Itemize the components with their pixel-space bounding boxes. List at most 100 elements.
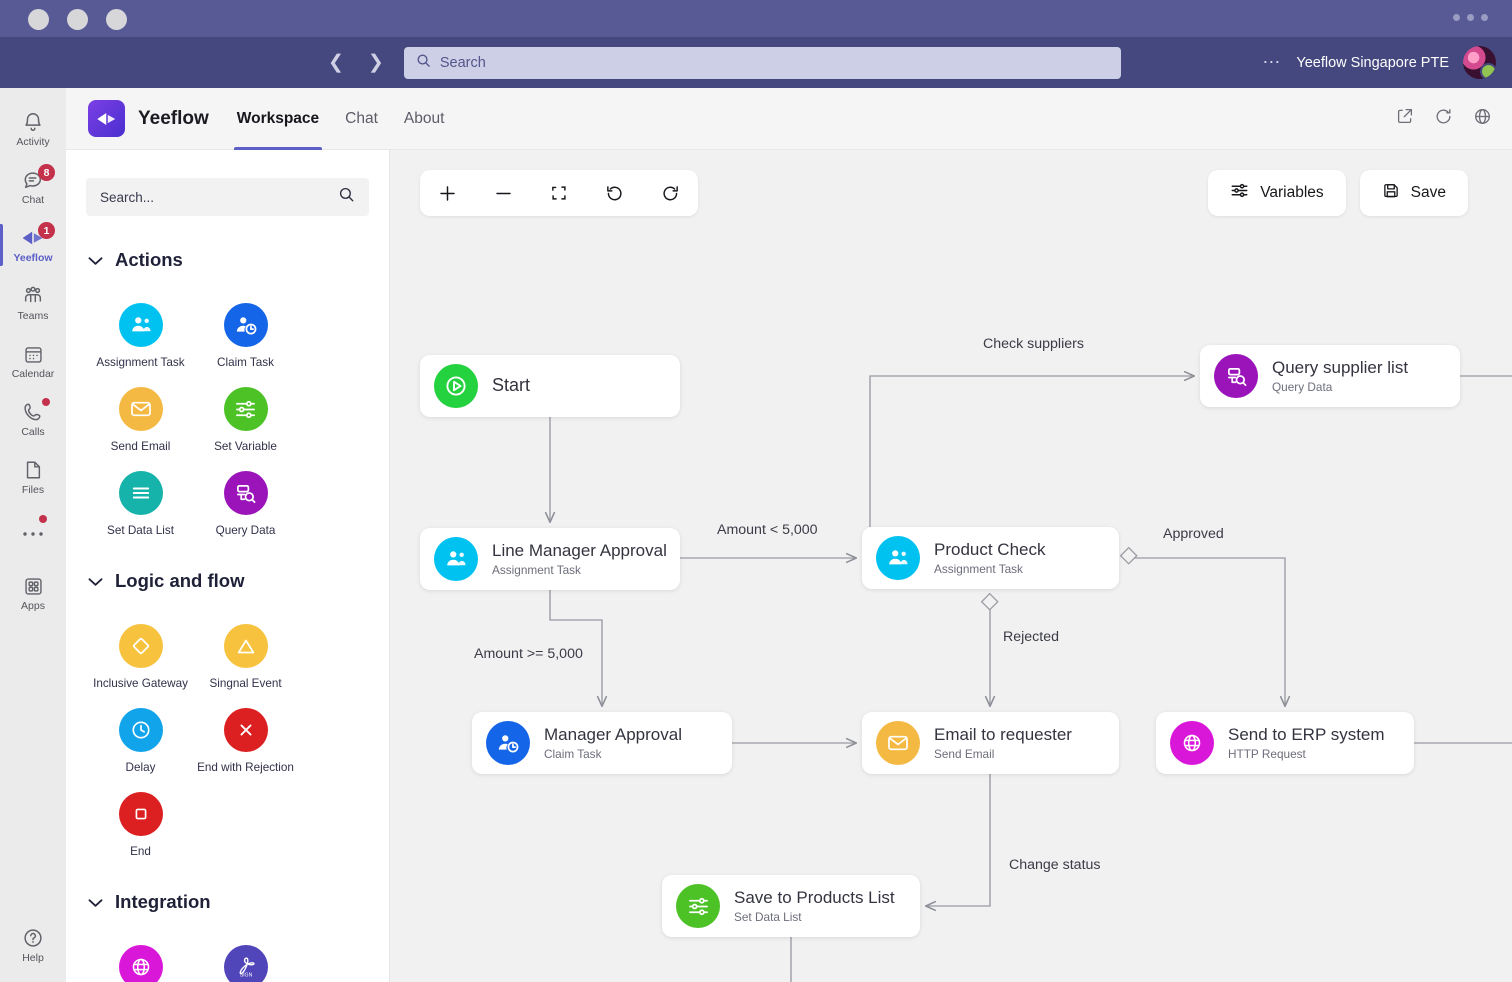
rail-item-files[interactable]: Files: [0, 448, 66, 506]
palette-item-singnal-event[interactable]: Singnal Event: [193, 624, 298, 690]
rail-item-teams[interactable]: Teams: [0, 274, 66, 332]
variables-button[interactable]: Variables: [1208, 170, 1346, 216]
palette-item-http-request[interactable]: HTTP Request: [88, 945, 193, 982]
node-line-manager-approval[interactable]: Line Manager Approval Assignment Task: [420, 528, 680, 590]
palette-item-label: Assignment Task: [96, 356, 185, 369]
node-text: Send to ERP system HTTP Request: [1228, 725, 1385, 762]
node-save-to-products-list[interactable]: Save to Products List Set Data List: [662, 875, 920, 937]
palette-item-end[interactable]: End: [88, 792, 193, 858]
workflow-canvas[interactable]: Variables Save Check suppliers Amount < …: [390, 150, 1512, 982]
node-subtitle: Assignment Task: [934, 562, 1023, 577]
rail-item-help[interactable]: Help: [0, 916, 66, 974]
palette-item-set-variable[interactable]: Set Variable: [193, 387, 298, 453]
node-title: Save to Products List: [734, 887, 895, 907]
popout-icon[interactable]: [1396, 107, 1414, 130]
rail-item-apps[interactable]: Apps: [0, 564, 66, 622]
rail-item-yeeflow[interactable]: 1 Yeeflow: [0, 216, 66, 274]
adobe-sign-icon: SIGN: [223, 945, 268, 982]
tab-chat[interactable]: Chat: [345, 109, 378, 127]
edge-label-check-suppliers: Check suppliers: [983, 336, 1084, 352]
app-tabs: Workspace Chat About: [233, 88, 445, 150]
rail-item-calls[interactable]: Calls: [0, 390, 66, 448]
palette-item-end-with-rejection[interactable]: End with Rejection: [193, 708, 298, 774]
node-subtitle: HTTP Request: [1228, 747, 1306, 762]
rail-item-more[interactable]: [0, 506, 66, 564]
search-icon[interactable]: [338, 186, 355, 208]
globe-icon[interactable]: [1473, 107, 1492, 131]
workflow-connectors: [390, 150, 1512, 982]
tab-about[interactable]: About: [403, 109, 445, 127]
redo-icon[interactable]: [648, 173, 692, 213]
rail-item-calendar[interactable]: Calendar: [0, 332, 66, 390]
chat-icon: 8: [20, 164, 55, 192]
canvas-toolbar: [420, 170, 698, 216]
minimize-button[interactable]: [67, 9, 88, 30]
assignment-task-icon: [434, 537, 478, 581]
zoom-in-icon[interactable]: [426, 173, 470, 213]
palette-item-delay[interactable]: Delay: [88, 708, 193, 774]
undo-icon[interactable]: [593, 173, 637, 213]
palette-group-actions[interactable]: Actions: [88, 249, 389, 271]
save-label: Save: [1410, 184, 1446, 201]
ellipsis-icon: [20, 514, 47, 546]
palette-items-actions: Assignment Task Claim Task Send Emai: [88, 285, 388, 537]
palette-search-input[interactable]: Search...: [86, 178, 369, 216]
zoom-out-icon[interactable]: [481, 173, 525, 213]
node-manager-approval[interactable]: Manager Approval Claim Task: [472, 712, 732, 774]
back-button[interactable]: ❮: [322, 51, 350, 74]
node-product-check[interactable]: Product Check Assignment Task: [862, 527, 1119, 589]
clock-icon: [118, 708, 163, 752]
maximize-button[interactable]: [106, 9, 127, 30]
sliders-icon: [676, 884, 720, 928]
rail-label: Apps: [21, 600, 45, 613]
window-chrome: [0, 0, 1512, 37]
more-options-icon[interactable]: ⋯: [1262, 52, 1283, 73]
node-subtitle: Query Data: [1272, 380, 1333, 395]
forward-button[interactable]: ❯: [362, 51, 390, 74]
question-mark-icon: [20, 926, 46, 950]
rail-label: Help: [22, 952, 44, 965]
palette-item-claim-task[interactable]: Claim Task: [193, 303, 298, 369]
palette-group-title: Integration: [115, 891, 211, 912]
palette-item-query-data[interactable]: Query Data: [193, 471, 298, 537]
envelope-icon: [876, 721, 920, 765]
query-data-icon: [1214, 354, 1258, 398]
node-text: Product Check Assignment Task: [934, 540, 1046, 577]
palette-group-integration[interactable]: Integration: [88, 891, 389, 913]
fit-screen-icon[interactable]: [537, 173, 581, 213]
node-title: Line Manager Approval: [492, 540, 667, 560]
tab-workspace[interactable]: Workspace: [233, 88, 323, 150]
chevron-down-icon: [88, 570, 103, 592]
rail-label: Chat: [21, 194, 45, 207]
assignment-task-icon: [118, 303, 163, 347]
palette-item-send-email[interactable]: Send Email: [88, 387, 193, 453]
global-search-input[interactable]: Search: [403, 46, 1121, 79]
node-email-to-requester[interactable]: Email to requester Send Email: [862, 712, 1119, 774]
node-send-to-erp-system[interactable]: Send to ERP system HTTP Request: [1156, 712, 1414, 774]
edge-label-amount-less-than: Amount < 5,000: [717, 522, 818, 538]
node-text: Manager Approval Claim Task: [544, 725, 682, 762]
palette-item-label: End with Rejection: [197, 761, 294, 774]
traffic-lights[interactable]: [28, 9, 127, 30]
palette-items-integration: HTTP Request SIGN Adobe Sign: [88, 927, 388, 982]
node-query-supplier-list[interactable]: Query supplier list Query Data: [1200, 345, 1460, 407]
rail-label: Calls: [21, 426, 45, 439]
rail-label: Files: [21, 484, 45, 497]
save-button[interactable]: Save: [1359, 170, 1468, 216]
palette-item-inclusive-gateway[interactable]: Inclusive Gateway: [88, 624, 193, 690]
palette-group-logic-and-flow[interactable]: Logic and flow: [88, 570, 389, 592]
sliders-icon: [223, 387, 268, 431]
window-overflow-icon[interactable]: [1453, 14, 1488, 21]
palette-item-assignment-task[interactable]: Assignment Task: [88, 303, 193, 369]
rail-item-activity[interactable]: Activity: [0, 100, 66, 158]
more-dot-badge: [39, 514, 47, 523]
close-button[interactable]: [28, 9, 49, 30]
palette-item-adobe-sign[interactable]: SIGN Adobe Sign: [193, 945, 298, 982]
palette-item-set-data-list[interactable]: Set Data List: [88, 471, 193, 537]
avatar[interactable]: [1463, 46, 1496, 79]
rail-item-chat[interactable]: 8 Chat: [0, 158, 66, 216]
refresh-icon[interactable]: [1434, 107, 1453, 131]
node-start[interactable]: Start: [420, 355, 680, 417]
calls-dot-badge: [42, 398, 50, 407]
palette-item-label: Delay: [125, 761, 156, 774]
